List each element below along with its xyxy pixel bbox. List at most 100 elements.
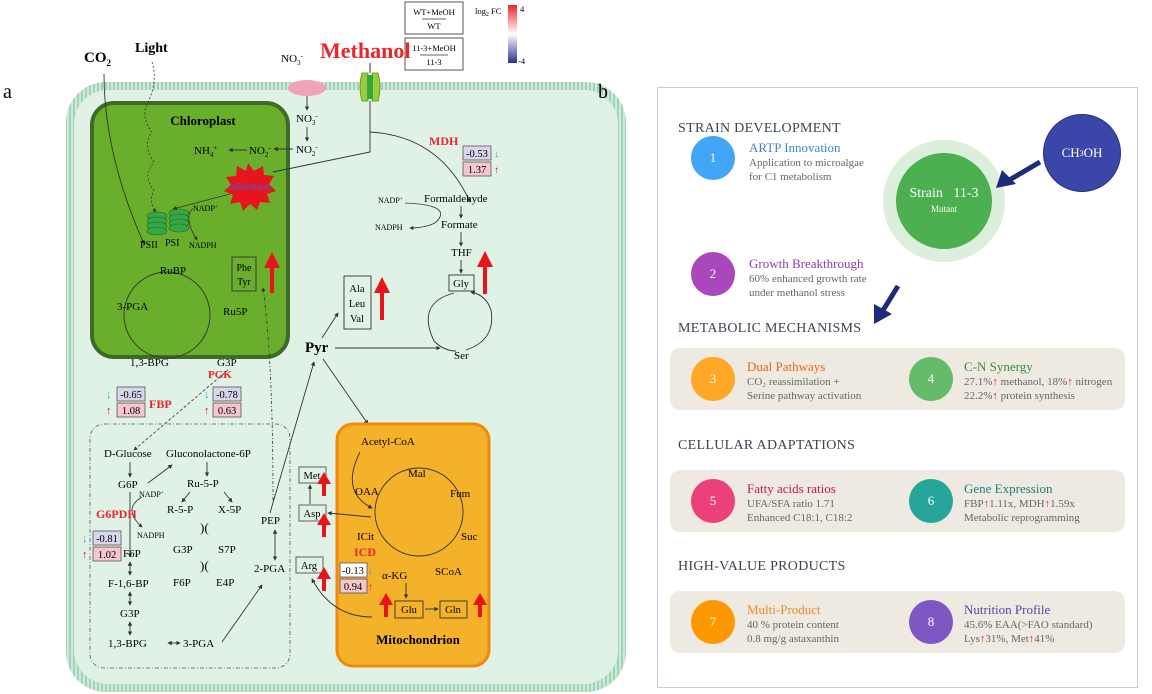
nadp-cytosol-label: NADP+ (378, 196, 403, 205)
up-small-arrow-icon: ↑ (82, 549, 88, 561)
arg-label: Arg (301, 561, 318, 572)
pga3-glycolysis-label: 3-PGA (183, 638, 214, 650)
strain-circle: Strain 11-3 Mutant (896, 153, 992, 249)
f6p-ppp-label: F6P (173, 577, 191, 589)
up-arrow-icon (317, 472, 331, 496)
pgk-label: PGK (208, 369, 232, 381)
gln-box (439, 600, 468, 619)
item-1-title: ARTP Innovation (749, 140, 841, 155)
suc-label: Suc (461, 531, 478, 543)
mdh-wt-value: -0.53 (466, 149, 488, 160)
section-title-strain: STRAIN DEVELOPMENT (678, 121, 841, 136)
icit-label: ICit (357, 531, 374, 543)
methanol-channel-icon (359, 72, 381, 102)
item-2-title: Growth Breakthrough (749, 256, 864, 271)
pgk-mut-value: 1.08 (122, 406, 140, 417)
scoa-label: SCoA (435, 566, 462, 578)
rubp-label: RuBP (160, 265, 186, 277)
up-small-arrow-icon: ↑ (368, 582, 373, 593)
item-7-line-2: 0.8 mg/g astaxanthin (747, 633, 839, 645)
thf-label: THF (451, 247, 472, 259)
legend-box1-top: WT+MeOH (413, 7, 455, 17)
no2-cytosol-label: NO2- (296, 143, 318, 158)
up-small-arrow-icon: ↑ (979, 633, 986, 645)
ala-leu-val-box (343, 275, 372, 330)
f6p-label: F6P (123, 548, 141, 560)
inhibition-label: inhibition (229, 181, 272, 193)
up-small-arrow-icon: ↑ (992, 390, 998, 402)
up-small-arrow-icon: ↑ (1028, 633, 1035, 645)
fbp-label: FBP (149, 397, 172, 411)
up-small-arrow-icon: ↑ (1067, 376, 1073, 388)
met-box (298, 466, 327, 484)
summary-panel: STRAIN DEVELOPMENT 1 ARTP Innovation App… (657, 87, 1138, 688)
item-3-line-1: CO₂ reassimilation + (747, 376, 840, 388)
fbp-mut-value: 0.63 (218, 406, 236, 417)
icd-wt-value: -0.13 (342, 566, 364, 577)
icd-wt-value-box (339, 562, 368, 578)
glu-label: Glu (401, 605, 418, 616)
val-label: Val (350, 314, 364, 325)
panel-label-b: b (598, 81, 608, 103)
item-4-line-2: 22.2%↑ protein synthesis (964, 390, 1075, 402)
mdh-mut-value-box (462, 161, 492, 177)
arrow-strain-to-mechanisms-icon (874, 284, 901, 324)
item-6-line-2: Metabolic reprogramming (964, 512, 1080, 524)
pga-chloroplast-label: 3-PGA (117, 301, 148, 313)
legend-scale-label: log2 FC (475, 6, 502, 18)
light-label: Light (135, 41, 168, 56)
fbp-mut-value-box (212, 402, 242, 418)
item-5-line-2: Enhanced C18:1, C18:2 (747, 512, 853, 524)
item-2-badge: 2 (691, 252, 735, 296)
legend-box1-bottom: WT (427, 21, 441, 31)
item-5-badge: 5 (691, 479, 735, 523)
item-6-badge: 6 (909, 479, 953, 523)
gly-ser-cycle (427, 292, 493, 352)
legend-colorbar (508, 5, 517, 63)
mitochondrion (335, 422, 491, 668)
acetyl-coa-label: Acetyl-CoA (361, 436, 415, 448)
item-3-title: Dual Pathways (747, 359, 826, 374)
up-small-arrow-icon: ↑ (106, 405, 112, 417)
item-1-line-1: Application to microalgae (749, 157, 864, 169)
formaldehyde-label: Formaldehyde (424, 193, 488, 205)
cellular-card (670, 470, 1125, 532)
g6pdh-mut-value-box (92, 546, 122, 562)
chloroplast (90, 101, 290, 359)
asp-label: Asp (304, 509, 321, 520)
section-title-products: HIGH-VALUE PRODUCTS (678, 559, 846, 574)
no2-chloroplast-label: NO2- (249, 144, 271, 159)
item-7-title: Multi-Product (747, 602, 821, 617)
g3p-glycolysis-label: G3P (120, 608, 140, 620)
gly-box (448, 274, 475, 292)
nadp-ppp-label: NADP+ (139, 490, 164, 499)
transaldolase-icon: )( (200, 558, 209, 573)
ala-label: Ala (349, 284, 365, 295)
up-arrow-icon (317, 513, 331, 537)
pyr-label: Pyr (305, 340, 329, 356)
bpg-chloroplast-label: 1,3-BPG (130, 357, 169, 369)
psii-label: PSII (140, 240, 158, 251)
phe-tyr-box (231, 256, 257, 292)
item-6-line-1: FBP↑1.11x, MDH↑1.59x (964, 498, 1075, 510)
gly-label: Gly (453, 279, 470, 290)
icd-label: ICD (354, 545, 376, 559)
r5p-label: R-5-P (167, 504, 193, 516)
down-arrow-icon: ↓ (368, 566, 373, 577)
item-8-line-1: 45.6% EAA(>FAO standard) (964, 619, 1093, 631)
item-3-line-2: Serine pathway activation (747, 390, 862, 402)
down-arrow-icon: ↓ (106, 389, 112, 401)
up-arrow-icon (374, 277, 390, 320)
item-2-line-1: 60% enhanced growth rate (749, 273, 867, 285)
bpg-glycolysis-label: 1,3-BPG (108, 638, 147, 650)
item-1-line-2: for C1 metabolism (749, 171, 832, 183)
gluconolactone-label: Gluconolactone-6P (166, 448, 251, 460)
panel-label-a: a (3, 81, 12, 103)
item-7-line-1: 40 % protein content (747, 619, 839, 631)
up-small-arrow-icon: ↑ (494, 165, 499, 176)
up-arrow-icon (317, 567, 331, 591)
x5p-label: X-5P (218, 504, 241, 516)
g6pdh-mut-value: 1.02 (98, 550, 116, 561)
up-small-arrow-icon: ↑ (1044, 498, 1051, 510)
